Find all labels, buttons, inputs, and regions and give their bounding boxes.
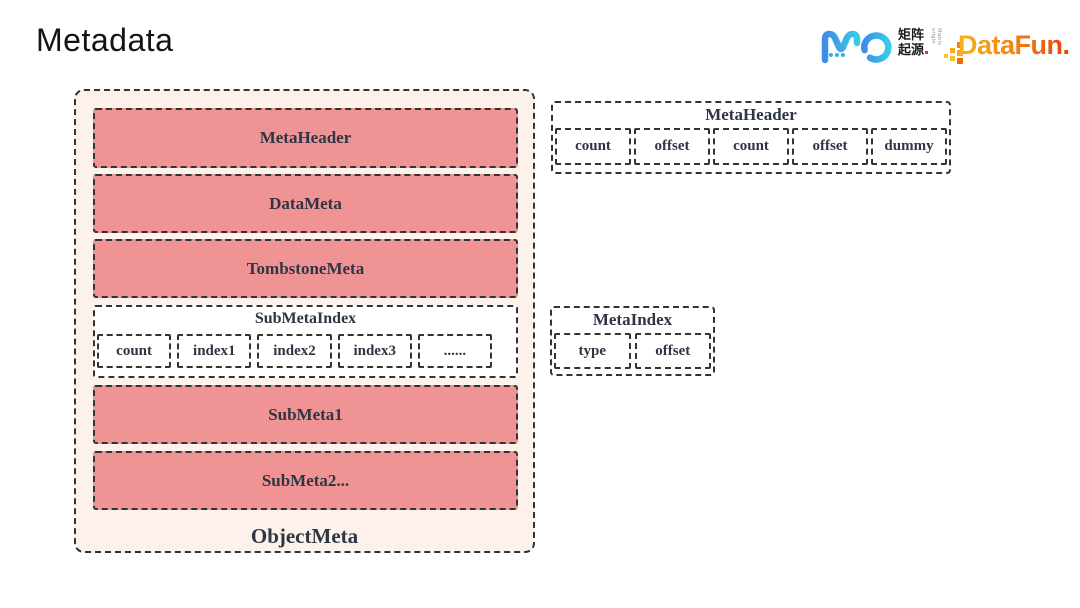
box-submetaindex: SubMetaIndex count index1 index2 index3 … <box>93 305 518 378</box>
submetaindex-title: SubMetaIndex <box>254 310 357 327</box>
metaheader-cell-offset1: offset <box>634 128 710 165</box>
object-meta-container: MetaHeader DataMeta TombstoneMeta SubMet… <box>74 89 535 553</box>
object-meta-label: ObjectMeta <box>250 524 359 548</box>
box-tombstonemeta: TombstoneMeta <box>93 239 518 298</box>
metaindex-cell-offset: offset <box>634 333 711 369</box>
metaheader-cell-count1: count <box>555 128 631 165</box>
meta-header-detail-cells: count offset count offset dummy <box>555 128 947 165</box>
matrixorigin-cn-line1: 矩阵 <box>898 28 925 43</box>
metaindex-cell-type: type <box>554 333 631 369</box>
submetaindex-cell-index2: index2 <box>257 334 332 368</box>
box-datameta: DataMeta <box>93 174 518 233</box>
matrixorigin-en-text: Matrix origin <box>930 28 942 46</box>
metaheader-cell-offset2: offset <box>792 128 868 165</box>
matrixorigin-cn-line2: 起源 <box>898 43 930 58</box>
meta-index-detail-title: MetaIndex <box>592 310 673 329</box>
box-submeta2: SubMeta2... <box>93 451 518 510</box>
page-title: Metadata <box>36 22 174 58</box>
datafun-logo: DataFun. <box>944 30 1070 68</box>
metaheader-cell-dummy: dummy <box>871 128 947 165</box>
submetaindex-cells: count index1 index2 index3 ...... <box>97 334 493 368</box>
submetaindex-cell-index3: index3 <box>337 334 412 368</box>
box-metaheader: MetaHeader <box>93 108 518 168</box>
matrixorigin-cn-text: 矩阵 起源 <box>898 28 930 58</box>
matrixorigin-logo: 矩阵 起源 Matrix origin <box>818 22 942 66</box>
matrixorigin-mo-icon <box>821 30 892 64</box>
matrixorigin-red-dot-icon <box>925 51 929 54</box>
meta-index-detail-box: MetaIndex type offset <box>550 306 715 376</box>
meta-header-detail-title: MetaHeader <box>705 105 797 124</box>
datafun-squares-icon <box>944 42 963 64</box>
submetaindex-cell-count: count <box>97 334 172 368</box>
datafun-wordmark: DataFun. <box>958 30 1070 60</box>
submetaindex-cell-ellipsis: ...... <box>417 334 493 368</box>
meta-index-detail-cells: type offset <box>554 333 711 369</box>
submetaindex-cell-index1: index1 <box>177 334 252 368</box>
meta-header-detail-box: MetaHeader count offset count offset dum… <box>551 101 951 174</box>
box-submeta1: SubMeta1 <box>93 385 518 444</box>
metaheader-cell-count2: count <box>713 128 789 165</box>
